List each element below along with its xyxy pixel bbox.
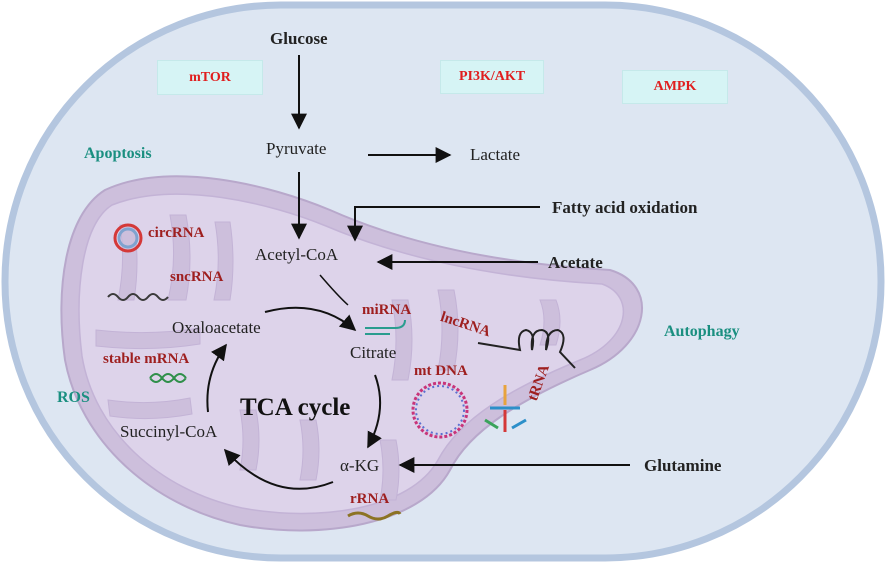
pyruvate-label: Pyruvate — [266, 139, 327, 158]
rrna-label: rRNA — [350, 491, 390, 507]
arrow-acetyl-coa-to-citrate — [319, 274, 349, 306]
signal-box-pi3k-akt: PI3K/AKT — [440, 60, 544, 94]
mt-dna-icon — [411, 381, 469, 439]
oxaloacetate-label: Oxaloacetate — [172, 318, 261, 337]
arrow-citrate-to-alpha-kg — [367, 374, 382, 449]
signal-box-mtor: mTOR — [157, 60, 263, 95]
signal-box-ampk: AMPK — [622, 70, 728, 104]
ros-label: ROS — [57, 389, 90, 406]
mitochondrion-inner-membrane — [78, 193, 625, 515]
lactate-label: Lactate — [470, 145, 521, 164]
lncrna-icon — [477, 328, 576, 369]
stable-mrna-label: stable mRNA — [103, 351, 190, 367]
trna-icon — [484, 385, 527, 432]
arrow-succinyl-coa-to-oxaloacetate — [206, 343, 227, 413]
arrow-alpha-kg-to-succinyl-coa — [223, 448, 334, 490]
arrow-fatty-acid-to-acetyl-coa — [347, 206, 540, 242]
glutamine-label: Glutamine — [644, 456, 722, 475]
citrate-label: Citrate — [350, 343, 397, 362]
mirna-icon — [365, 319, 406, 335]
sncrna-icon — [107, 293, 169, 301]
stable-mrna-icon — [149, 373, 187, 383]
alpha-kg-label: α-KG — [340, 456, 380, 475]
acetyl-coa-label: Acetyl-CoA — [255, 245, 339, 264]
sncrna-label: sncRNA — [170, 269, 224, 285]
succinyl-coa-label: Succinyl-CoA — [120, 422, 218, 441]
circrna-label: circRNA — [148, 225, 205, 241]
arrow-oxaloacetate-to-citrate — [264, 306, 357, 332]
mt-dna-label: mt DNA — [414, 363, 468, 379]
glucose-label: Glucose — [270, 29, 328, 48]
acetate-label: Acetate — [548, 253, 603, 272]
mirna-label: miRNA — [362, 302, 412, 318]
cristae — [95, 214, 561, 501]
autophagy-label: Autophagy — [664, 323, 740, 340]
circrna-icon — [113, 223, 143, 253]
signal-label-pi3k-akt: PI3K/AKT — [458, 69, 526, 84]
signal-label-ampk: AMPK — [653, 79, 697, 94]
rrna-icon — [347, 510, 402, 521]
apoptosis-label: Apoptosis — [84, 145, 152, 162]
mitochondrion — [60, 175, 644, 532]
signal-label-mtor: mTOR — [189, 69, 231, 85]
tca-cycle-label: TCA cycle — [240, 394, 351, 421]
fatty-acid-oxidation-label: Fatty acid oxidation — [552, 198, 698, 217]
